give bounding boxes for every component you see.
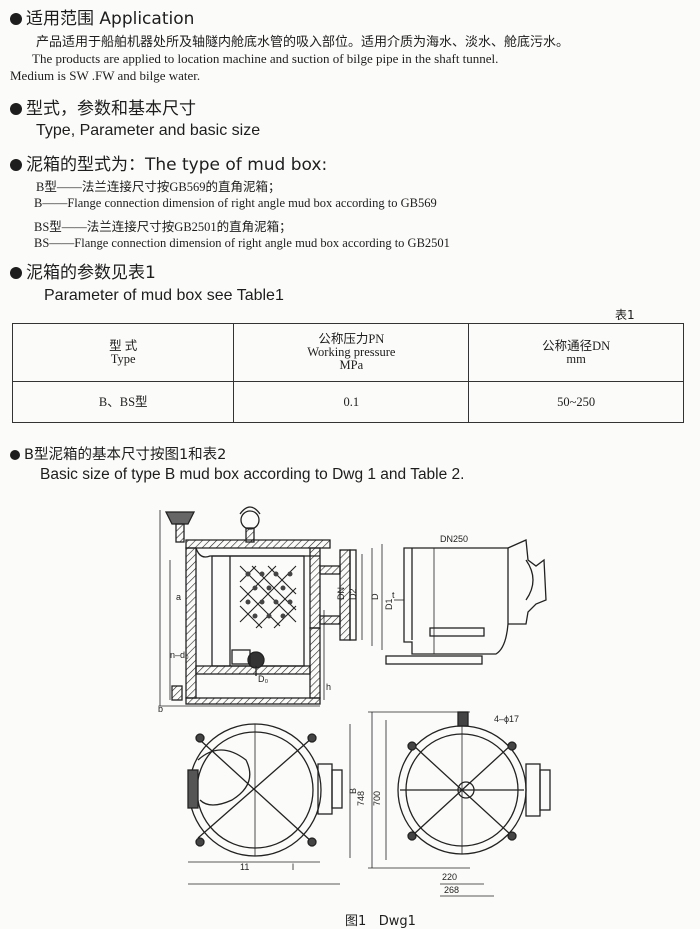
- application-text-en: The products are applied to location mac…: [32, 51, 499, 66]
- label-t: t: [392, 590, 395, 600]
- section-parameter-heading: 泥箱的参数见表1: [10, 258, 156, 283]
- bullet-icon: [10, 13, 22, 25]
- label-268: 268: [444, 885, 459, 895]
- label-700: 700: [372, 791, 382, 806]
- bullet-icon: [10, 103, 22, 115]
- label-l: l: [292, 862, 294, 872]
- bullet-icon: [10, 450, 20, 460]
- table1-label: 表1: [615, 308, 635, 322]
- label-220: 220: [442, 872, 457, 882]
- section-parameter-subheading: Parameter of mud box see Table1: [44, 287, 284, 304]
- label-d2: D2: [348, 588, 358, 600]
- side-view: [385, 539, 547, 665]
- label-h: h: [326, 682, 331, 692]
- label-748: 748: [356, 791, 366, 806]
- label-d0: D₀: [258, 674, 268, 684]
- table1-cell-type: B、BS型: [11, 381, 235, 423]
- label-a: a: [176, 592, 181, 602]
- label-d1: D1: [384, 598, 394, 610]
- type-bs-en: BS——Flange connection dimension of right…: [34, 236, 450, 250]
- bullet-icon: [10, 267, 22, 279]
- plan-view-left: [187, 723, 351, 885]
- type-bs-cn: BS型——法兰连接尺寸按GB2501的直角泥箱；: [34, 220, 292, 234]
- section-type-subheading: Type, Parameter and basic size: [36, 122, 261, 139]
- table1-cell-dn: 50~250: [468, 381, 684, 423]
- table-row: B、BS型 0.1 50~250: [11, 381, 684, 423]
- front-section-view: [159, 506, 383, 707]
- label-d: D: [370, 593, 380, 600]
- section-basic-size-heading: B型泥箱的基本尺寸按图1和表2: [10, 443, 226, 464]
- plan-view-right: [368, 711, 551, 897]
- label-holes: 4–ϕ17: [494, 714, 519, 724]
- application-text-cn: 产品适用于船舶机器处所及轴隧内舱底水管的吸入部位。适用介质为海水、淡水、舱底污水…: [36, 34, 570, 49]
- section-type-heading: 型式，参数和基本尺寸: [10, 94, 196, 119]
- section-mudbox-type-heading: 泥箱的型式为：The type of mud box:: [10, 150, 327, 175]
- label-b: B: [348, 788, 358, 794]
- type-b-cn: B型——法兰连接尺寸按GB569的直角泥箱；: [36, 180, 281, 194]
- section-application-heading: 适用范围 Application: [10, 4, 194, 29]
- bullet-icon: [10, 159, 22, 171]
- section-basic-size-subheading: Basic size of type B mud box according t…: [40, 466, 465, 483]
- medium-text-en: Medium is SW .FW and bilge water.: [10, 68, 201, 83]
- table1-cell-pressure: 0.1: [233, 381, 470, 423]
- label-dn250: DN250: [440, 534, 468, 544]
- label-n-d0: n–d₀: [170, 650, 189, 660]
- figure-caption: 图1 Dwg1: [345, 914, 416, 929]
- label-b-small: b: [158, 704, 163, 714]
- type-b-en: B——Flange connection dimension of right …: [34, 196, 437, 210]
- label-dn: DN: [336, 587, 346, 600]
- label-11: 11: [240, 862, 249, 872]
